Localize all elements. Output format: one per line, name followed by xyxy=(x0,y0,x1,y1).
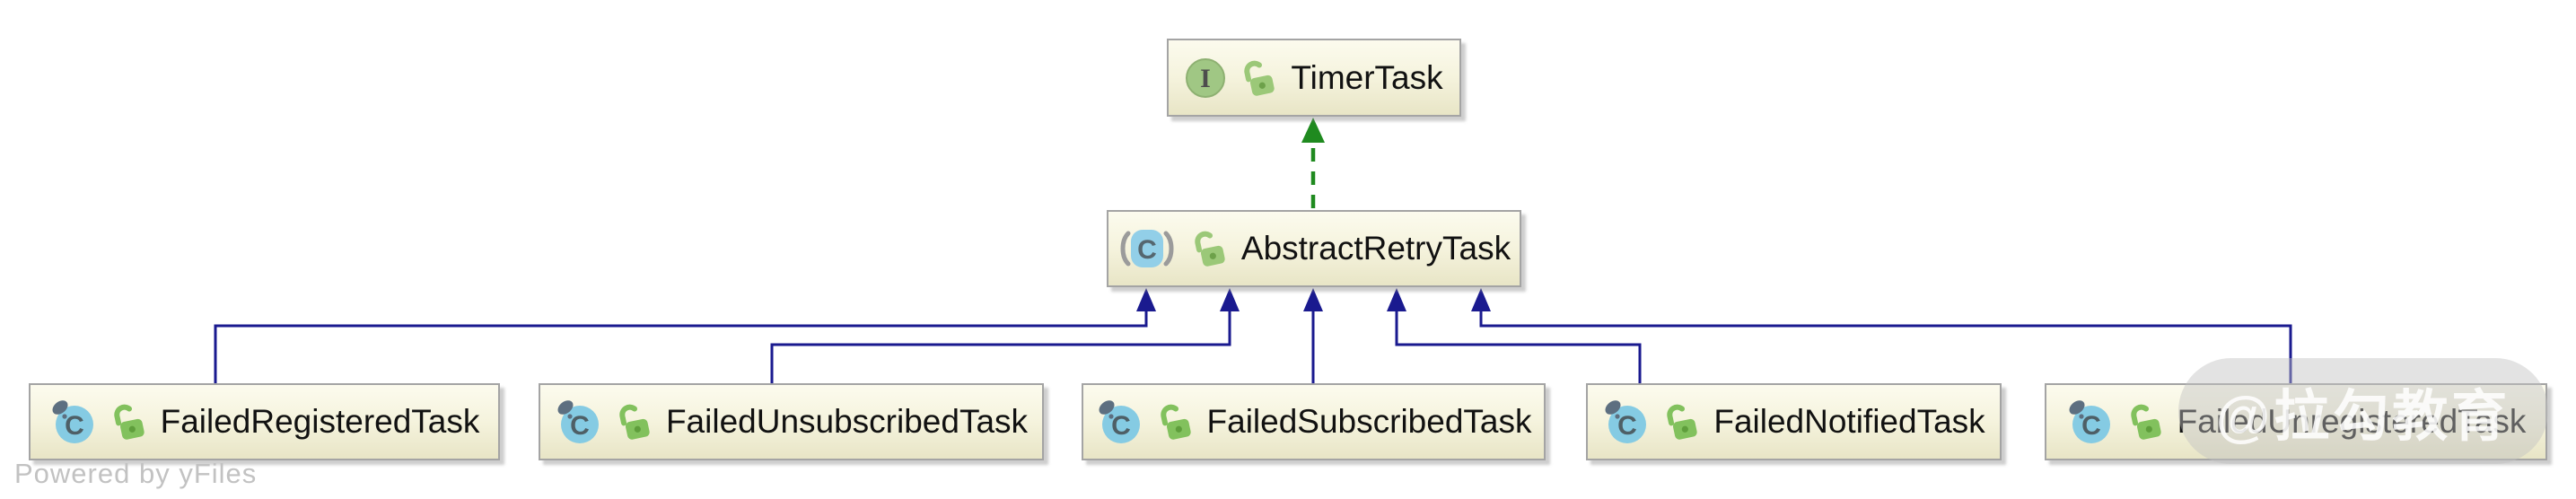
class-name: FailedUnregisteredTask xyxy=(2177,403,2527,440)
svg-text:I: I xyxy=(1201,64,1212,93)
interface-icon: I xyxy=(1185,57,1226,99)
svg-text:C: C xyxy=(570,411,590,441)
watermark-badge: @拉勾教育 xyxy=(2178,358,2548,464)
public-lock-icon xyxy=(1660,398,1703,444)
public-lock-icon xyxy=(1237,55,1280,101)
final-class-icon: C xyxy=(555,398,601,445)
edge-extends-failedunregisteredtask xyxy=(1471,288,2292,383)
class-name: FailedSubscribedTask xyxy=(1206,403,1532,440)
class-name: FailedRegisteredTask xyxy=(160,403,480,440)
svg-text:C: C xyxy=(1618,411,1638,441)
class-name: AbstractRetryTask xyxy=(1240,230,1511,267)
class-name: FailedNotifiedTask xyxy=(1713,403,1985,440)
svg-text:C: C xyxy=(2081,411,2101,441)
class-node-abstractretrytask[interactable]: C AbstractRetryTask xyxy=(1107,210,1521,287)
class-node-failednotifiedtask[interactable]: C FailedNotifiedTask xyxy=(1586,383,2002,460)
edge-implements-timertask xyxy=(1301,118,1325,208)
final-class-icon: C xyxy=(1096,398,1143,445)
class-name: TimerTask xyxy=(1291,58,1443,96)
class-node-failedsubscribedtask[interactable]: C FailedSubscribedTask xyxy=(1082,383,1546,460)
public-lock-icon xyxy=(1187,225,1231,271)
class-node-timertask[interactable]: I TimerTask xyxy=(1167,39,1461,117)
svg-text:C: C xyxy=(1111,411,1131,441)
final-class-icon: C xyxy=(1602,398,1649,445)
class-node-failedregisteredtask[interactable]: C FailedRegisteredTask xyxy=(29,383,500,460)
public-lock-icon xyxy=(1152,398,1196,444)
public-lock-icon xyxy=(2124,398,2167,444)
edge-extends-failedunsubscribedtask xyxy=(770,288,1240,383)
class-node-failedunregisteredtask[interactable]: C FailedUnregisteredTask xyxy=(2045,383,2547,460)
edge-extends-failedsubscribedtask xyxy=(1303,288,1323,383)
class-node-failedunsubscribedtask[interactable]: C FailedUnsubscribedTask xyxy=(539,383,1044,460)
public-lock-icon xyxy=(106,398,149,444)
watermark-text: @拉勾教育 xyxy=(2215,386,2511,448)
abstract-class-icon: C xyxy=(1117,227,1177,270)
final-class-icon: C xyxy=(2066,398,2113,445)
powered-by-yfiles-label: Powered by yFiles xyxy=(14,458,258,489)
edge-extends-failednotifiedtask xyxy=(1387,288,1642,383)
public-lock-icon xyxy=(612,398,655,444)
class-name: FailedUnsubscribedTask xyxy=(665,403,1029,440)
edge-extends-failedregisteredtask xyxy=(214,288,1156,383)
final-class-icon: C xyxy=(49,398,96,445)
svg-text:C: C xyxy=(65,411,84,441)
svg-text:C: C xyxy=(1137,235,1157,265)
